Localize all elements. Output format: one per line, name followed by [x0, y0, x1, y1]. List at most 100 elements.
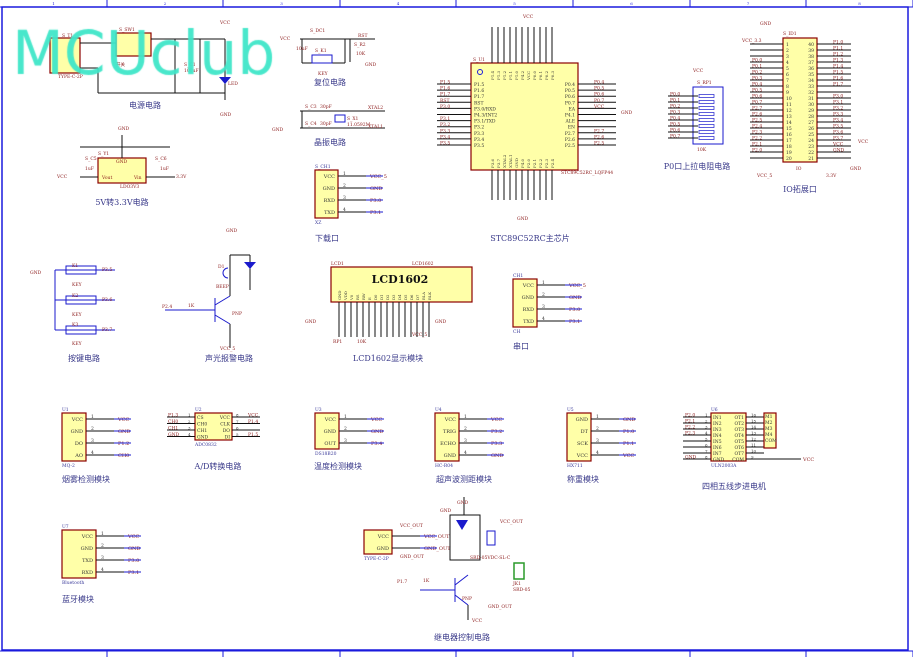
pin-name: GND	[444, 453, 456, 459]
lcd-pin-name: D3	[391, 294, 396, 300]
pin-number: 32	[808, 90, 814, 96]
net-label: P3.1	[569, 319, 580, 325]
pin-name: P0.1	[538, 71, 543, 80]
pin-number: 21	[808, 156, 814, 162]
module-part-name: MQ-2	[62, 463, 75, 469]
component-annotation: S_C5	[85, 156, 97, 162]
component-annotation: K1	[72, 263, 78, 269]
pin-name: P4.3/INT2	[474, 113, 497, 119]
circuit-title-temp: 温度检测模块	[314, 461, 362, 471]
pin-name: GND	[324, 429, 336, 435]
pin-number: 14	[751, 425, 757, 430]
net-label: CH0	[118, 453, 129, 459]
pin-name: P3.2	[474, 125, 484, 131]
net-label: VCC	[127, 534, 139, 540]
net-label: P0.0	[752, 58, 762, 64]
pin-number: 13	[751, 431, 757, 436]
pin-number: 3	[343, 195, 346, 201]
indicator-led-icon	[456, 520, 468, 530]
component-annotation: VCC_5	[219, 346, 235, 352]
resistor	[698, 94, 715, 98]
component-annotation: GND	[272, 127, 284, 133]
pin-number: 17	[786, 138, 792, 144]
pin-number: 3	[101, 555, 104, 561]
net-label: P1.6	[833, 76, 843, 82]
pin-name: VCC	[444, 417, 456, 423]
pin-number: 36	[808, 66, 814, 72]
net-label: P0.5	[752, 88, 762, 94]
pin-name: IN2	[713, 421, 722, 427]
pin-name: VCC	[323, 174, 335, 180]
pin-number: 4	[464, 450, 467, 456]
net-label: P2.2	[752, 136, 762, 142]
component-annotation: S_C1	[184, 62, 196, 68]
net-label: GND	[118, 429, 130, 435]
module-part-name: DS18B20	[315, 451, 337, 457]
net-label: P0.1	[670, 98, 680, 104]
pin-number: 18	[786, 144, 792, 150]
relay-collector	[454, 574, 469, 586]
power-switch-s-sw1	[115, 32, 152, 57]
pin-number: 19	[786, 150, 792, 156]
lcd-pin-name: GND	[337, 291, 342, 300]
net-label: P1.4	[248, 419, 258, 425]
pin-name: IN3	[713, 427, 722, 433]
lcd1602-title-text: LCD1602	[372, 273, 429, 286]
pin-name: CLK	[220, 422, 230, 428]
pin-name: OT6	[734, 445, 744, 451]
pin-number: 2	[101, 543, 104, 549]
net-label: P0.4	[752, 82, 762, 88]
pin-name: ALE	[564, 119, 575, 125]
pin-number: 3	[786, 54, 789, 60]
pin-number: 2	[344, 426, 347, 432]
pin-name: P3.7	[496, 158, 501, 168]
pin-name: VCC	[71, 417, 83, 423]
net-label: VCC	[622, 453, 634, 459]
pin-number: 35	[808, 72, 814, 78]
alarm-led-icon	[244, 262, 256, 269]
component-annotation: TYPE-C-2P	[58, 74, 83, 80]
lcd-pin-name: RW	[361, 293, 366, 300]
pin-number: 5	[786, 66, 789, 72]
pin-name: P2.3	[544, 158, 549, 168]
pin-number: 2	[91, 426, 94, 432]
circuit-title-relay: 继电器控制电路	[434, 632, 490, 642]
pin-name: P0.2	[544, 70, 549, 80]
lcd-pin-name: BLA	[421, 292, 426, 300]
motor-pin: M2	[765, 420, 773, 426]
pin-name: GND	[71, 429, 83, 435]
motor-pin: M1	[765, 414, 773, 420]
net-label: P3.3	[491, 441, 502, 447]
circuit-title-power: 电源电路	[129, 100, 161, 110]
net-label: P2.5	[594, 141, 604, 147]
net-label: GND	[833, 148, 845, 154]
component-annotation: S_C3	[305, 104, 317, 110]
net-label: P3.0	[440, 104, 450, 110]
pin-number: 15	[751, 419, 757, 424]
net-label: GND	[491, 453, 503, 459]
component-annotation: LED	[228, 81, 238, 87]
pin-number: 1	[786, 42, 789, 48]
pin-name: P1.6	[474, 88, 484, 94]
component-annotation: VCC	[471, 618, 483, 624]
component-annotation: S_SW1	[119, 27, 135, 33]
component-annotation: GND	[621, 110, 633, 116]
frame-column-number: 8	[858, 1, 861, 6]
pin-name: P3.4	[474, 137, 484, 143]
lcd-pin-name: RS	[355, 294, 360, 300]
component-annotation: VCC	[219, 20, 231, 26]
pin-number: 38	[808, 54, 814, 60]
module-part-name: Bluetooth	[62, 580, 84, 586]
pin-name: IN6	[713, 445, 722, 451]
net-label: VCC	[802, 457, 814, 463]
pin-name: GND	[576, 417, 588, 423]
lcd-pin-name: D1	[379, 295, 384, 300]
module-part-name: HC-R04	[435, 463, 453, 469]
pin-name: OT4	[734, 433, 744, 439]
pin-name: P3.3	[474, 131, 484, 137]
net-label: RST	[440, 98, 449, 104]
pin-number: 3	[464, 438, 467, 444]
pin-number: 23	[808, 144, 814, 150]
pin-number: 3	[91, 438, 94, 444]
lcd-pin-name: D7	[415, 294, 420, 300]
